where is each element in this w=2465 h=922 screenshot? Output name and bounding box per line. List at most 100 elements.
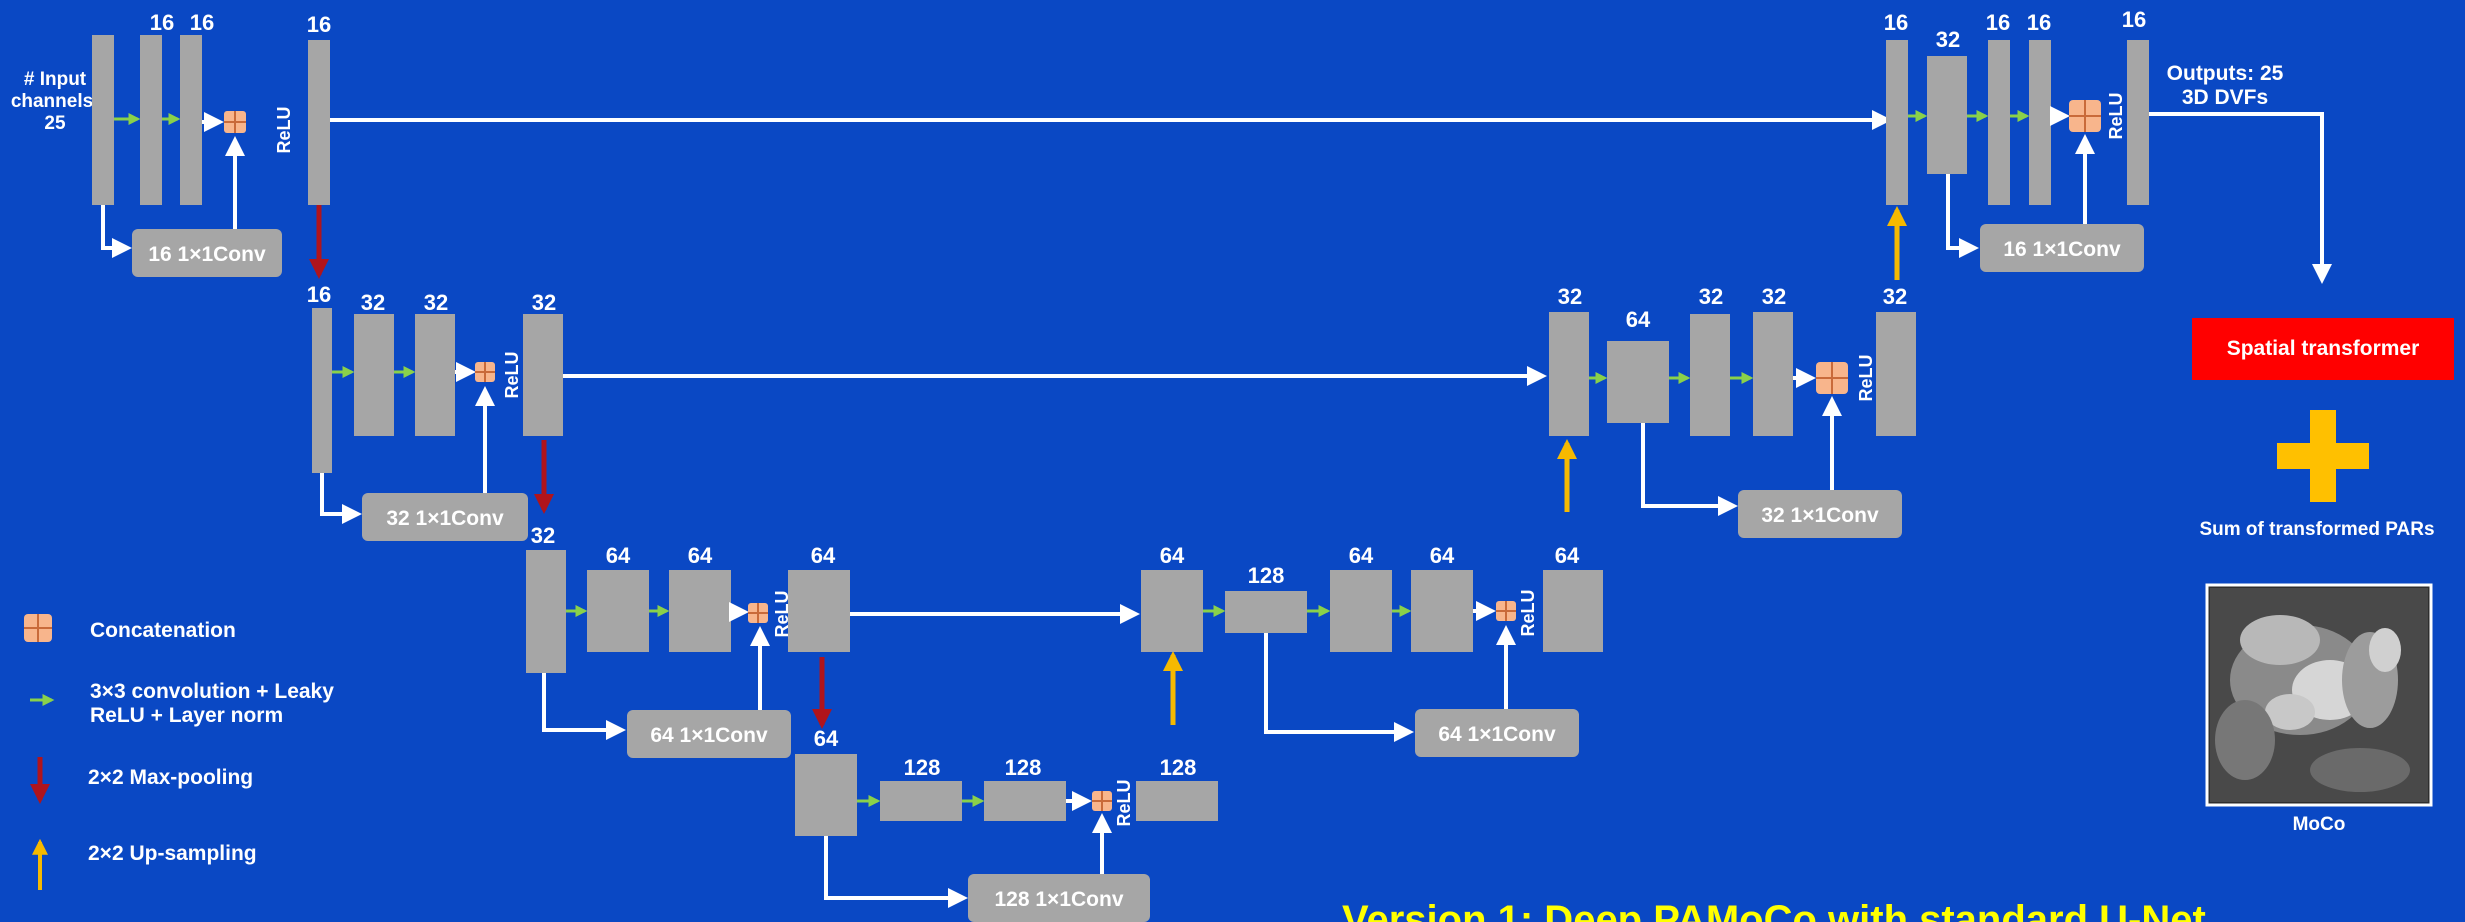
feature-block [1141, 570, 1203, 652]
legend-concat-label: Concatenation [90, 619, 236, 642]
concat-icon [2069, 100, 2101, 132]
decoder-level-3: 64 128 64 64 ReLU 64 64 1×1Conv [1141, 443, 1603, 757]
legend: Concatenation 3×3 convolution + Leaky Re… [24, 614, 334, 890]
residual-arrow [544, 673, 622, 730]
feature-block [180, 35, 202, 205]
channel-label: 16 [150, 10, 174, 35]
feature-block [1543, 570, 1603, 652]
feature-block [880, 781, 962, 821]
conv1x1-label: 64 1×1Conv [650, 724, 768, 747]
feature-block [795, 754, 857, 836]
concat-icon [224, 111, 246, 133]
encoder-level-2: 16 32 32 ReLU 32 32 1×1Conv [307, 282, 1543, 541]
concat-icon [748, 603, 768, 623]
feature-block [1886, 40, 1908, 205]
channel-label: 16 [2122, 7, 2146, 32]
concat-icon [1496, 601, 1516, 621]
channel-label: 16 [2027, 10, 2051, 35]
input-label-line2: channels [11, 91, 93, 112]
bottleneck-level-4: 64 128 128 ReLU 128 128 1×1Conv [795, 655, 1218, 922]
feature-block [2029, 40, 2051, 205]
relu-label: ReLU [274, 106, 294, 153]
feature-block [1876, 312, 1916, 436]
relu-label: ReLU [1114, 779, 1134, 826]
concat-icon [1092, 791, 1112, 811]
feature-block [308, 40, 330, 205]
channel-label: 32 [1883, 284, 1907, 309]
concat-icon [1816, 362, 1848, 394]
feature-block [526, 550, 566, 673]
channel-label: 64 [1430, 543, 1455, 568]
channel-label: 16 [1884, 10, 1908, 35]
channel-label: 32 [1558, 284, 1582, 309]
channel-label: 32 [1699, 284, 1723, 309]
channel-label: 64 [1626, 307, 1651, 332]
legend-maxpool-label: 2×2 Max-pooling [88, 766, 253, 789]
conv1x1-label: 32 1×1Conv [1761, 504, 1879, 527]
feature-block [1225, 591, 1307, 633]
channel-label: 64 [688, 543, 713, 568]
channel-label: 64 [1349, 543, 1374, 568]
feature-block [1411, 570, 1473, 652]
moco-image [2207, 585, 2431, 805]
concat-icon [475, 362, 495, 382]
channel-label: 32 [1762, 284, 1786, 309]
feature-block [1927, 56, 1967, 174]
channel-label: 128 [1248, 563, 1285, 588]
residual-arrow [1948, 174, 1975, 248]
channel-label: 32 [361, 290, 385, 315]
conv1x1-label: 16 1×1Conv [148, 243, 266, 266]
feature-block [1549, 312, 1589, 436]
outputs-label-line2: 3D DVFs [2182, 86, 2268, 109]
channel-label: 16 [190, 10, 214, 35]
caption: Version 1: Deep PAMoCo with standard U-N… [1342, 898, 2206, 922]
channel-label: 64 [814, 726, 839, 751]
feature-block [92, 35, 114, 205]
moco-label: MoCo [2293, 814, 2346, 835]
output-panel: Outputs: 25 3D DVFs Spatial transformer … [2167, 62, 2454, 835]
feature-block [2127, 40, 2149, 205]
feature-block [1753, 312, 1793, 436]
channel-label: 64 [1160, 543, 1185, 568]
encoder-level-3: 32 64 64 ReLU 64 64 1×1Conv [526, 523, 1136, 758]
legend-concat-icon [24, 614, 52, 642]
relu-label: ReLU [2106, 92, 2126, 139]
channel-label: 64 [1555, 543, 1580, 568]
residual-arrow [322, 473, 358, 514]
feature-block [1330, 570, 1392, 652]
spatial-transformer-label: Spatial transformer [2227, 337, 2420, 360]
relu-label: ReLU [502, 351, 522, 398]
relu-label: ReLU [1856, 354, 1876, 401]
feature-block [1607, 341, 1669, 423]
conv1x1-label: 16 1×1Conv [2003, 238, 2121, 261]
relu-label: ReLU [1518, 589, 1538, 636]
channel-label: 16 [307, 12, 331, 37]
channel-label: 64 [606, 543, 631, 568]
feature-block [1988, 40, 2010, 205]
output-arrow [2149, 114, 2322, 280]
feature-block [669, 570, 731, 652]
channel-label: 128 [1160, 755, 1197, 780]
input-label-line3: 25 [44, 113, 66, 134]
channel-label: 16 [307, 282, 331, 307]
feature-block [984, 781, 1066, 821]
channel-label: 128 [904, 755, 941, 780]
feature-block [140, 35, 162, 205]
legend-conv-label-line1: 3×3 convolution + Leaky [90, 680, 334, 703]
channel-label: 128 [1005, 755, 1042, 780]
residual-arrow [103, 205, 128, 248]
encoder-level-1: # Input channels 25 16 16 ReLU 16 16 1×1… [11, 10, 1888, 277]
decoder-level-1: 16 32 16 16 ReLU 16 16 1×1Conv [1884, 7, 2322, 280]
legend-conv-label-line2: ReLU + Layer norm [90, 704, 283, 727]
feature-block [523, 314, 563, 436]
feature-block [312, 308, 332, 473]
channel-label: 16 [1986, 10, 2010, 35]
feature-block [788, 570, 850, 652]
feature-block [1690, 314, 1730, 436]
sum-label: Sum of transformed PARs [2199, 519, 2434, 540]
channel-label: 64 [811, 543, 836, 568]
input-label-line1: # Input [24, 69, 87, 90]
conv1x1-label: 32 1×1Conv [386, 507, 504, 530]
feature-block [587, 570, 649, 652]
channel-label: 32 [532, 290, 556, 315]
